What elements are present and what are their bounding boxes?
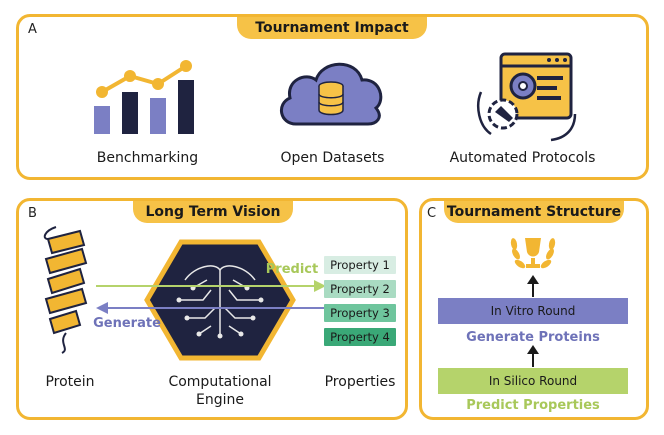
up-arrow-bottom: [527, 345, 539, 367]
predict-label: Predict: [265, 262, 319, 277]
up-arrow-top: [527, 275, 539, 297]
property-4-box: Property 4: [324, 328, 396, 346]
panel-c-letter: C: [427, 206, 437, 221]
property-2-box: Property 2: [324, 280, 396, 298]
protein-label: Protein: [45, 374, 95, 390]
cloud-database-icon: [280, 62, 383, 126]
predict-properties-label: Predict Properties: [466, 398, 600, 413]
trophy-laurel-icon: [510, 238, 556, 269]
property-1-box: Property 1: [324, 256, 396, 274]
panel-a-letter: A: [28, 22, 37, 37]
panel-c-title: Tournament Structure: [444, 201, 624, 223]
engine-label-line-2: Engine: [196, 392, 244, 408]
generate-arrow: [96, 302, 326, 314]
in-silico-round-box: In Silico Round: [438, 368, 628, 394]
panel-a-title: Tournament Impact: [237, 17, 427, 39]
automation-gear-icon: [477, 52, 577, 142]
protein-helix-icon: [43, 226, 88, 354]
engine-label-line-1: Computational: [168, 374, 272, 390]
open-datasets-label: Open Datasets: [280, 150, 385, 166]
benchmarking-label: Benchmarking: [96, 150, 199, 166]
in-vitro-round-box: In Vitro Round: [438, 298, 628, 324]
generate-proteins-label: Generate Proteins: [466, 330, 600, 345]
generate-label: Generate: [93, 316, 161, 331]
automated-protocols-label: Automated Protocols: [449, 150, 596, 166]
computational-engine-icon: [144, 239, 296, 361]
property-3-box: Property 3: [324, 304, 396, 322]
bar-chart-icon: [94, 60, 194, 134]
panel-b-title: Long Term Vision: [133, 201, 293, 223]
properties-label: Properties: [324, 374, 396, 390]
predict-arrow: [96, 280, 326, 292]
panel-b-letter: B: [28, 206, 37, 221]
